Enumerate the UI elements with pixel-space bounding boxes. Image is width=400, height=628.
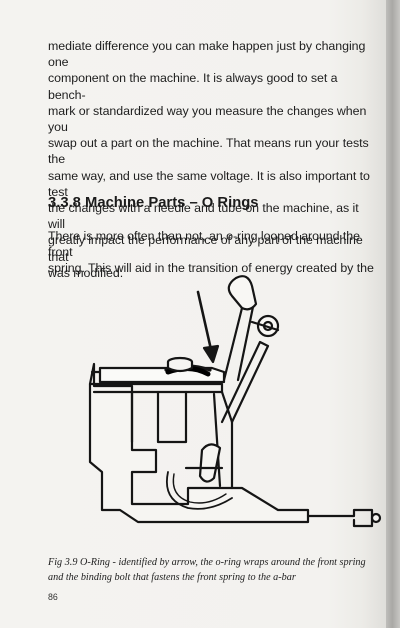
figure-caption: Fig 3.9 O-Ring - identified by arrow, th… [48, 556, 384, 585]
page-number: 86 [48, 592, 58, 602]
arrow-head [202, 344, 220, 364]
contact-screw [227, 275, 258, 311]
binding-bolt-head [166, 360, 194, 373]
body-paragraph-intro: mediate difference you can make happen j… [48, 39, 370, 280]
clip-cord [166, 471, 233, 510]
body-paragraph-o-rings: There is more often than not, an o-ring … [48, 229, 374, 276]
clip-cord-2 [172, 473, 227, 504]
rear-coil [156, 390, 188, 444]
tattoo-machine-illustration [88, 275, 382, 528]
figure-caption-text: - identified by arrow, the o-ring wraps … [48, 557, 366, 583]
tube-tip [370, 512, 382, 524]
tube-clamp [198, 443, 222, 483]
rear-frame [220, 390, 234, 490]
figure-caption-label: Fig 3.9 O-Ring [48, 557, 110, 568]
a-bar [222, 298, 256, 382]
section-heading: 3.3.8 Machine Parts – O Rings [48, 195, 259, 211]
book-page: mediate difference you can make happen j… [0, 0, 386, 628]
rear-frame-inner [212, 392, 222, 488]
arrow-shaft [196, 290, 214, 356]
thumbscrew-post [250, 320, 280, 332]
page-edge [386, 0, 400, 628]
machine-frame [88, 362, 310, 524]
tube [306, 508, 374, 528]
a-bar-back [220, 340, 270, 424]
